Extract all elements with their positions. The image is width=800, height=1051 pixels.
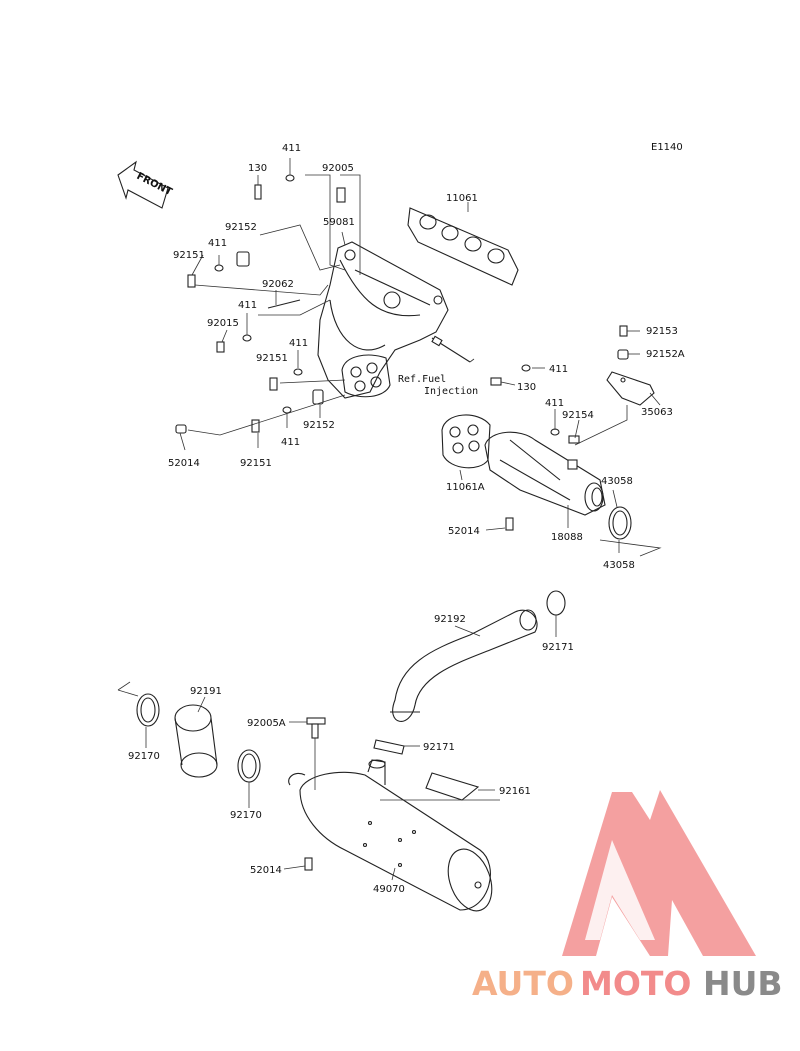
part-label-411: 411 [289, 338, 308, 349]
clamp-92170-right [237, 749, 261, 783]
part-label-92154: 92154 [562, 410, 594, 421]
part-label-35063: 35063 [641, 407, 673, 418]
clamp-43058-inner [612, 510, 628, 536]
part-label-411: 411 [281, 437, 300, 448]
part-label-130: 130 [517, 382, 536, 393]
part-label-18088: 18088 [551, 532, 583, 543]
part-label-92191: 92191 [190, 686, 222, 697]
watermark-mountain-cutout [585, 840, 655, 940]
part-label-11061A: 11061A [446, 482, 485, 493]
clamp-92170-left-inner [140, 697, 156, 723]
sensor-probe [431, 335, 471, 363]
part-label-92015: 92015 [207, 318, 239, 329]
clamp-92170-right-inner [241, 753, 257, 779]
manifold-gasket [407, 207, 519, 286]
label-sticker-92161 [425, 772, 480, 801]
tee-fitting-92005A [306, 717, 326, 739]
exhaust-pipe-18088 [484, 431, 606, 516]
part-label-130: 130 [248, 163, 267, 174]
part-label-92192: 92192 [434, 614, 466, 625]
part-label-92151: 92151 [173, 250, 205, 261]
part-label-52014: 52014 [250, 865, 282, 876]
watermark-text-moto: MOTO [580, 964, 691, 1003]
part-label-411: 411 [545, 398, 564, 409]
part-label-43058: 43058 [601, 476, 633, 487]
part-label-11061: 11061 [446, 193, 478, 204]
watermark-text-hub: HUB [703, 964, 783, 1003]
part-label-411: 411 [282, 143, 301, 154]
part-label-92151: 92151 [240, 458, 272, 469]
part-label-92170: 92170 [230, 810, 262, 821]
gasket-11061A [441, 414, 491, 469]
diagram-code: E1140 [651, 142, 683, 153]
clamp-92171-top [546, 590, 566, 616]
part-label-411: 411 [549, 364, 568, 375]
part-label-49070: 49070 [373, 884, 405, 895]
clamp-92170-left [136, 693, 160, 727]
part-label-92062: 92062 [262, 279, 294, 290]
watermark-mountain-icon [562, 790, 756, 956]
sleeve-92191 [174, 704, 218, 778]
bolt-52014-lower [304, 857, 313, 871]
exhaust-manifold [317, 241, 449, 399]
clamp-92171-lower [373, 739, 405, 755]
part-label-92152A: 92152A [646, 349, 685, 360]
part-label-43058: 43058 [603, 560, 635, 571]
part-label-92005A: 92005A [247, 718, 286, 729]
part-label-92171: 92171 [423, 742, 455, 753]
clamp-43058 [608, 506, 632, 540]
part-label-92005: 92005 [322, 163, 354, 174]
part-label-52014: 52014 [168, 458, 200, 469]
front-arrow-icon: FRONT [117, 160, 174, 209]
bolts-upper [175, 174, 629, 531]
watermark-text-auto: AUTO [472, 964, 574, 1003]
part-label-92171: 92171 [542, 642, 574, 653]
mounting-bracket [606, 371, 655, 406]
ref-fuel-label: Ref.Fuel [398, 374, 446, 385]
manifold-flange [341, 354, 391, 398]
muffler-49070 [288, 759, 493, 912]
part-label-92152: 92152 [303, 420, 335, 431]
leader-lines [117, 158, 662, 881]
part-label-92151: 92151 [256, 353, 288, 364]
ref-injection-label: Injection [424, 386, 478, 397]
part-label-92153: 92153 [646, 326, 678, 337]
part-label-411: 411 [238, 300, 257, 311]
part-label-411: 411 [208, 238, 227, 249]
part-label-92170: 92170 [128, 751, 160, 762]
bent-hose-92192 [390, 609, 538, 722]
part-label-92161: 92161 [499, 786, 531, 797]
part-labels: 130 411 92005 11061 59081 92152 411 9215… [128, 143, 685, 895]
part-label-92152: 92152 [225, 222, 257, 233]
part-label-59081: 59081 [323, 217, 355, 228]
part-label-52014: 52014 [448, 526, 480, 537]
watermark-logo [562, 790, 756, 956]
